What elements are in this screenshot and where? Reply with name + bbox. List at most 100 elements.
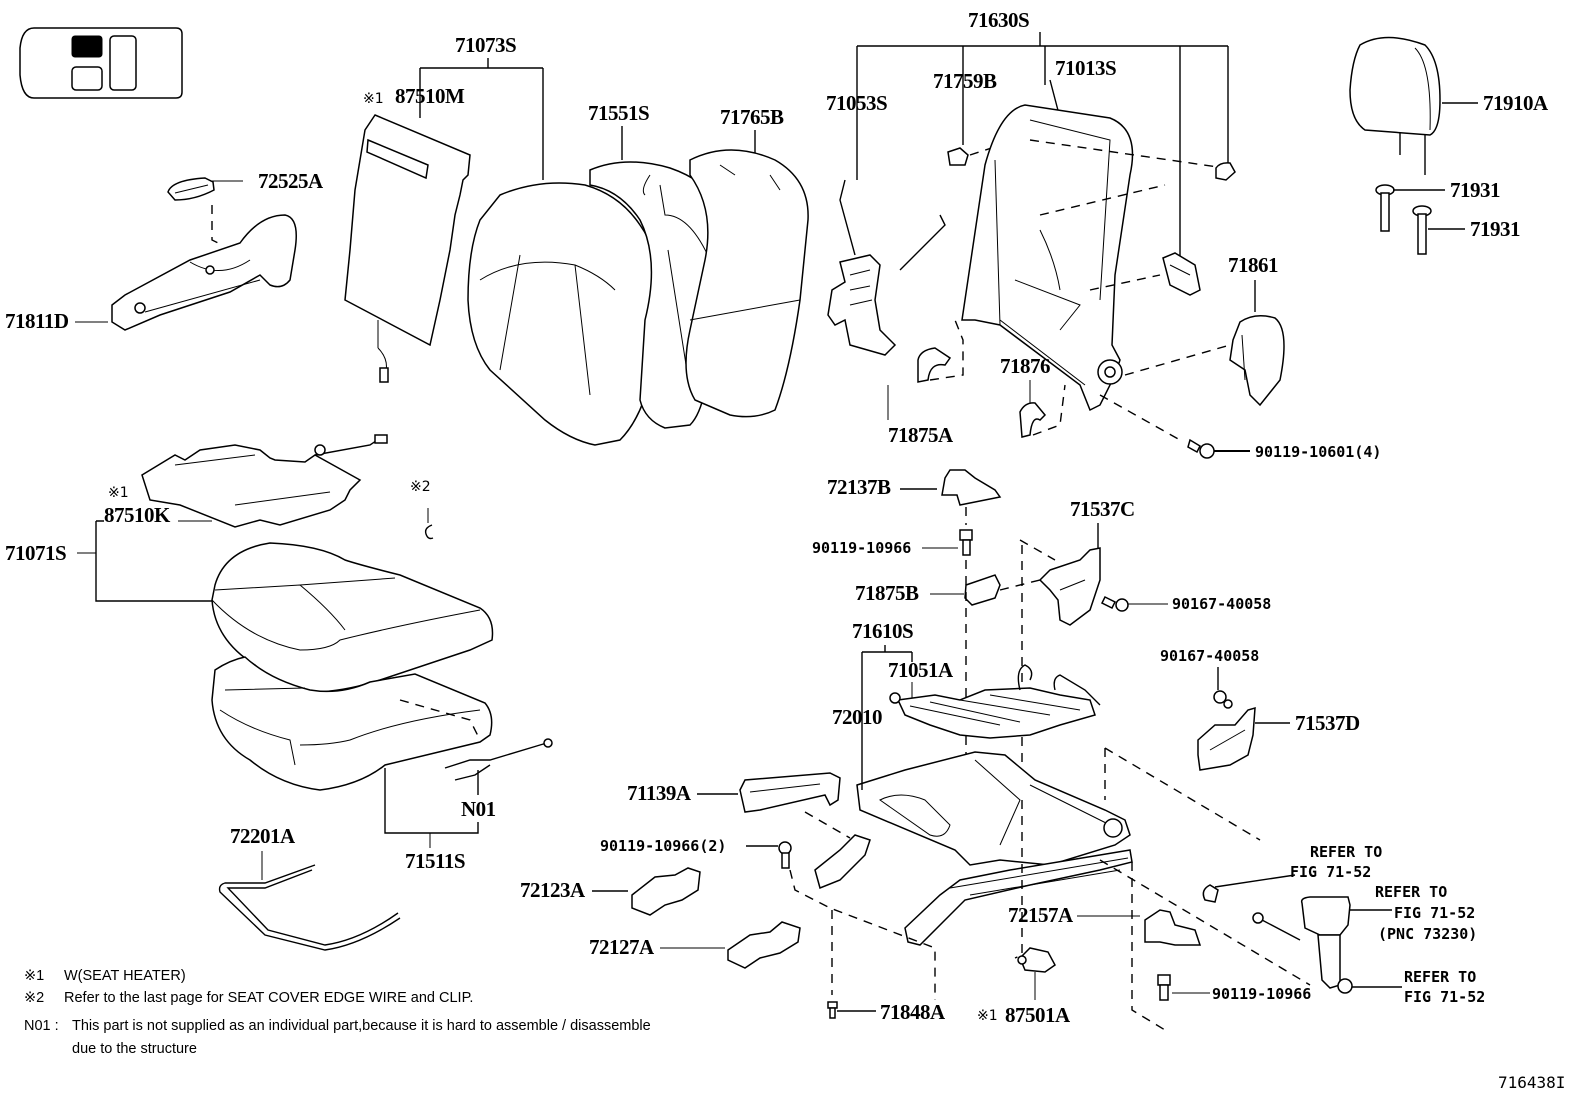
cover-72137B-part[interactable] (941, 469, 1002, 506)
mark-1-87510M: ※1 (363, 91, 384, 107)
bolt-71848A-part[interactable] (827, 1001, 838, 1019)
label-71765B[interactable]: 71765B (720, 105, 785, 129)
seatback-cover-part[interactable] (467, 182, 662, 446)
note-2-text: Refer to the last page for SEAT COVER ED… (64, 990, 473, 1006)
cover-71139A-part[interactable] (739, 772, 841, 813)
hinge-cover-71875A-part[interactable] (917, 347, 952, 383)
label-72525A[interactable]: 72525A (258, 169, 325, 193)
label-71861[interactable]: 71861 (1228, 253, 1279, 277)
cushion-pad-part[interactable] (211, 656, 493, 791)
ref-2-line3[interactable]: (PNC 73230) (1378, 925, 1477, 943)
headrest-guide-2-part[interactable] (1412, 205, 1432, 255)
label-71537D[interactable]: 71537D (1295, 711, 1361, 735)
seatback-heater-mat-part[interactable] (344, 114, 471, 383)
cap-71630S-part[interactable] (1215, 162, 1236, 181)
label-90119-10601[interactable]: 90119-10601(4) (1255, 443, 1381, 461)
label-87510M[interactable]: 87510M (395, 84, 466, 108)
label-72127A[interactable]: 72127A (589, 935, 656, 959)
ref-3-line1[interactable]: REFER TO (1404, 968, 1476, 986)
label-90167-40058-b[interactable]: 90167-40058 (1160, 647, 1259, 665)
label-71139A[interactable]: 71139A (627, 781, 692, 805)
headrest-guide-1-part[interactable] (1375, 184, 1395, 232)
cushion-harness-part[interactable] (444, 738, 553, 781)
edge-wire-part[interactable] (218, 864, 401, 951)
lumbar-support-part[interactable] (827, 179, 946, 356)
label-71073S[interactable]: 71073S (455, 33, 517, 57)
seatback-board-part[interactable] (685, 149, 809, 418)
label-87510K[interactable]: 87510K (104, 503, 172, 527)
cushion-spring-part[interactable] (889, 664, 1101, 739)
label-71759B[interactable]: 71759B (933, 69, 998, 93)
cover-72127A-part[interactable] (727, 921, 801, 969)
armrest-cover-part[interactable] (111, 214, 297, 331)
ref-2-line2[interactable]: FIG 71-52 (1394, 904, 1475, 922)
label-71875A[interactable]: 71875A (888, 423, 955, 447)
label-72137B[interactable]: 72137B (827, 475, 892, 499)
label-72010[interactable]: 72010 (832, 705, 883, 729)
label-71931-2[interactable]: 71931 (1470, 217, 1521, 241)
headrest-part[interactable] (1349, 36, 1441, 176)
label-71848A[interactable]: 71848A (880, 1000, 947, 1024)
label-90119-10966-bottom[interactable]: 90119-10966 (1212, 985, 1311, 1003)
label-71013S[interactable]: 71013S (1055, 56, 1117, 80)
cover-71875B-part[interactable] (964, 574, 1001, 606)
label-71053S[interactable]: 71053S (826, 91, 888, 115)
label-71511S[interactable]: 71511S (405, 849, 466, 873)
clip-71759B-part[interactable] (947, 147, 969, 166)
label-87501A[interactable]: 87501A (1005, 1003, 1072, 1027)
screw-90167-40058-a-part[interactable] (1100, 595, 1129, 612)
label-71811D[interactable]: 71811D (5, 309, 69, 333)
armrest-cap-part[interactable] (167, 177, 215, 201)
note-1-text: W(SEAT HEATER) (64, 968, 186, 984)
label-71610S[interactable]: 71610S (852, 619, 914, 643)
hinge-cover-71876-part[interactable] (1019, 402, 1047, 438)
ref-1-line1[interactable]: REFER TO (1310, 843, 1382, 861)
mark-1-87510K: ※1 (108, 485, 129, 501)
ref-3-line2[interactable]: FIG 71-52 (1404, 988, 1485, 1006)
note-3-text-cont: due to the structure (72, 1041, 197, 1057)
bolt-90119-10966-bottom-part[interactable] (1157, 974, 1171, 1001)
label-71551S[interactable]: 71551S (588, 101, 650, 125)
side-shield-part[interactable] (1229, 315, 1285, 407)
screw-90167-40058-b-part[interactable] (1213, 690, 1233, 709)
label-71931-1[interactable]: 71931 (1450, 178, 1501, 202)
connector-cover-part[interactable] (1162, 252, 1201, 296)
label-71071S[interactable]: 71071S (5, 541, 67, 565)
seatback-frame-part[interactable] (961, 104, 1134, 412)
label-90167-40058-a[interactable]: 90167-40058 (1172, 595, 1271, 613)
shield-71537D-part[interactable] (1197, 706, 1256, 771)
ref-2-line1[interactable]: REFER TO (1375, 883, 1447, 901)
cushion-heater-mat-part[interactable] (141, 434, 388, 528)
mark-2-clip: ※2 (410, 479, 431, 495)
cover-72123A-part[interactable] (631, 867, 701, 916)
belt-clip-part[interactable] (1202, 884, 1219, 903)
shield-71537C-part[interactable] (1038, 547, 1101, 626)
label-72123A[interactable]: 72123A (520, 878, 587, 902)
label-71875B[interactable]: 71875B (855, 581, 920, 605)
label-71537C[interactable]: 71537C (1070, 497, 1135, 521)
label-71630S[interactable]: 71630S (968, 8, 1030, 32)
label-90119-10966-2[interactable]: 90119-10966(2) (600, 837, 726, 855)
label-71876[interactable]: 71876 (1000, 354, 1051, 378)
bolt-90119-10966-top-part[interactable] (959, 529, 973, 556)
label-71910A[interactable]: 71910A (1483, 91, 1550, 115)
note-3-text: This part is not supplied as an individu… (72, 1018, 651, 1034)
bolt-90119-10966-2-part[interactable] (778, 841, 792, 869)
bolt-90119-10601-part[interactable] (1187, 438, 1215, 459)
label-71051A[interactable]: 71051A (888, 658, 955, 682)
label-90119-10966-top[interactable]: 90119-10966 (812, 539, 911, 557)
edge-clip-part[interactable] (424, 524, 434, 540)
label-72157A[interactable]: 72157A (1008, 903, 1075, 927)
seat-position-locator-icon (19, 27, 183, 99)
footnotes: ※1 W(SEAT HEATER) ※2 Refer to the last p… (24, 968, 651, 1057)
ref-1-line2[interactable]: FIG 71-52 (1290, 863, 1371, 881)
seat-sensor-87501A-part[interactable] (1017, 947, 1056, 973)
cover-72157A-part[interactable] (1144, 909, 1202, 946)
seat-adjuster-frame-part[interactable] (814, 751, 1133, 946)
label-72201A[interactable]: 72201A (230, 824, 297, 848)
label-N01[interactable]: N01 (461, 797, 496, 821)
seatbelt-buckle-part[interactable] (1252, 896, 1353, 994)
mark-1-87501A: ※1 (977, 1008, 998, 1024)
note-1-mark: ※1 (24, 968, 44, 984)
